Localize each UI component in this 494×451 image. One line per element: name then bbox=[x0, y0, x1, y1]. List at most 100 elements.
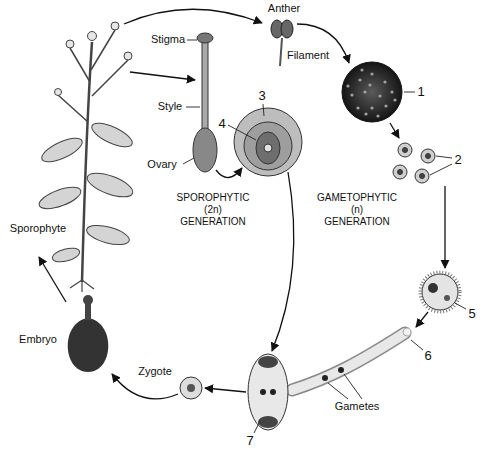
sporophyte-plant bbox=[51, 246, 81, 265]
pistil bbox=[193, 128, 217, 172]
microspores bbox=[398, 170, 403, 175]
embryo-figure bbox=[83, 295, 93, 305]
pollen-grain bbox=[420, 272, 460, 312]
part-label: Gametes bbox=[335, 400, 380, 413]
embryo-sac bbox=[258, 416, 278, 428]
pollen-sac bbox=[378, 94, 381, 97]
pollen-sac bbox=[383, 80, 386, 83]
zygote-cell bbox=[180, 377, 202, 399]
pollen-sac bbox=[390, 90, 393, 93]
ovule bbox=[264, 144, 272, 152]
leader-line bbox=[430, 156, 452, 175]
microspores bbox=[415, 169, 429, 183]
embryo-figure bbox=[68, 295, 109, 372]
pollen-tube bbox=[403, 328, 411, 336]
cycle-arrow bbox=[416, 312, 428, 327]
pollen-sac bbox=[368, 83, 371, 86]
callout-number: 1 bbox=[417, 84, 424, 100]
pollen-sac bbox=[358, 78, 361, 81]
pollen-grain bbox=[420, 272, 460, 312]
sporophyte-plant bbox=[55, 89, 62, 96]
microspores bbox=[426, 154, 431, 159]
leader-line bbox=[228, 125, 256, 140]
embryo-figure bbox=[68, 318, 109, 372]
cycle-arrow bbox=[216, 168, 242, 178]
sporophyte-plant bbox=[37, 22, 136, 292]
ovule bbox=[234, 108, 302, 176]
leader-line bbox=[404, 92, 415, 93]
pollen-sac bbox=[363, 90, 366, 93]
sporophyte-plant bbox=[39, 133, 86, 166]
pollen-tube bbox=[322, 375, 328, 381]
ovule bbox=[256, 132, 280, 164]
pollen-sac bbox=[356, 106, 359, 109]
embryo-sac bbox=[248, 354, 288, 430]
pollen-sac bbox=[346, 84, 349, 87]
microspores bbox=[403, 148, 408, 153]
part-label: Style bbox=[158, 100, 182, 113]
pollen-tube bbox=[338, 367, 344, 373]
pollen-sac bbox=[350, 93, 353, 96]
pollen-sac bbox=[393, 98, 396, 101]
pollen-tube bbox=[292, 328, 411, 390]
pistil bbox=[193, 33, 217, 172]
leader-line bbox=[455, 303, 466, 309]
sporophyte-plant bbox=[124, 52, 132, 60]
leader-line bbox=[263, 104, 264, 116]
part-label: Ovary bbox=[147, 158, 176, 171]
pollen-tube bbox=[292, 333, 405, 390]
microspores bbox=[420, 174, 425, 179]
part-label: Anther bbox=[268, 2, 300, 15]
stamen bbox=[280, 38, 282, 66]
pistil bbox=[202, 42, 208, 130]
callout-number: 4 bbox=[218, 116, 225, 132]
stage-label: Zygote bbox=[138, 365, 172, 378]
callout-number: 6 bbox=[424, 348, 431, 364]
zygote-cell bbox=[180, 377, 202, 399]
sporophyte-plant bbox=[66, 40, 74, 48]
embryo-sac bbox=[260, 389, 266, 395]
embryo-sac bbox=[270, 389, 276, 395]
stage-label: Embryo bbox=[19, 333, 57, 346]
stage-label: Sporophyte bbox=[10, 222, 66, 235]
pollen-sac bbox=[370, 106, 373, 109]
microspores bbox=[393, 143, 435, 183]
sporophyte-plant bbox=[84, 168, 135, 201]
ovule bbox=[234, 108, 302, 176]
callout-number: 2 bbox=[454, 152, 461, 168]
pollen-sac bbox=[370, 72, 373, 75]
sporophyte-plant bbox=[89, 118, 136, 151]
zygote-cell bbox=[187, 384, 195, 392]
cycle-arrow bbox=[124, 9, 262, 24]
cycle-arrow bbox=[205, 388, 246, 392]
pistil bbox=[197, 33, 213, 43]
pollen-sac bbox=[346, 68, 396, 117]
pollen-tube bbox=[292, 333, 405, 390]
pollen-sac bbox=[342, 62, 402, 122]
leader-line bbox=[411, 340, 423, 350]
leader-line bbox=[187, 40, 197, 41]
callout-number: 3 bbox=[258, 88, 265, 104]
cycle-arrow bbox=[390, 123, 399, 138]
generation-label: GAMETOPHYTIC (n) GENERATION bbox=[317, 192, 397, 228]
pollen-sac bbox=[376, 114, 379, 117]
sporophyte-plant bbox=[70, 280, 94, 292]
leader-line bbox=[183, 158, 194, 164]
pollen-grain bbox=[428, 283, 438, 293]
pollen-sac bbox=[342, 62, 402, 122]
sporophyte-plant bbox=[37, 183, 84, 213]
microspores bbox=[393, 165, 407, 179]
leader-line bbox=[254, 421, 260, 433]
pollen-grain bbox=[422, 274, 458, 310]
part-label: Stigma bbox=[151, 33, 185, 46]
sporophyte-plant bbox=[111, 22, 119, 30]
ovule bbox=[244, 122, 292, 170]
pollen-grain bbox=[444, 295, 450, 301]
generation-label: SPOROPHYTIC (2n) GENERATION bbox=[177, 192, 250, 228]
microspores bbox=[398, 143, 412, 157]
leader-line bbox=[183, 40, 466, 433]
cycle-arrow bbox=[39, 9, 445, 399]
leader-line bbox=[186, 107, 200, 108]
